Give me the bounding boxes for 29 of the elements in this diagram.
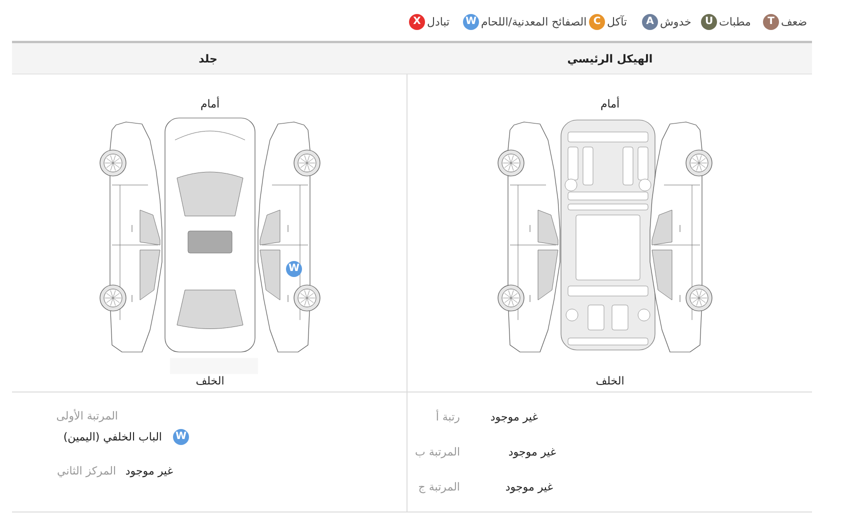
- damage-badge: W: [173, 429, 189, 445]
- legend-text: مطبات: [719, 16, 751, 28]
- legend-badge: W: [463, 14, 479, 30]
- legend-badge: X: [409, 14, 425, 30]
- row-value: غير موجود: [125, 464, 173, 478]
- row-value: غير موجود: [508, 446, 556, 458]
- legend-badge: U: [701, 14, 717, 30]
- direction-label: أمام: [200, 98, 220, 110]
- row-label: رتبة أ: [436, 410, 460, 424]
- column-header: جلد: [198, 52, 218, 66]
- row-label: المركز الثاني: [57, 464, 116, 478]
- legend-badge: T: [763, 14, 779, 30]
- row-label: المرتبة ب: [415, 446, 460, 458]
- row-value: الباب الخلفي (اليمين): [63, 430, 162, 444]
- direction-label: أمام: [600, 98, 620, 110]
- row-label: المرتبة الأولى: [56, 410, 118, 422]
- direction-label: الخلف: [196, 374, 224, 388]
- row-label: المرتبة ج: [418, 480, 460, 494]
- direction-label: الخلف: [596, 374, 624, 388]
- legend-text: تبادل: [427, 16, 450, 28]
- legend-badge: C: [589, 14, 605, 30]
- column-header: الهيكل الرئيسي: [567, 52, 653, 66]
- legend-text: تآكل: [607, 16, 627, 28]
- legend-badge: A: [642, 14, 658, 30]
- legend-text: ضعف: [781, 16, 808, 28]
- row-value: غير موجود: [505, 480, 553, 494]
- row-value: غير موجود: [490, 410, 538, 424]
- legend-text: الصفائح المعدنية/اللحام: [481, 16, 587, 28]
- legend-text: خدوش: [660, 16, 692, 28]
